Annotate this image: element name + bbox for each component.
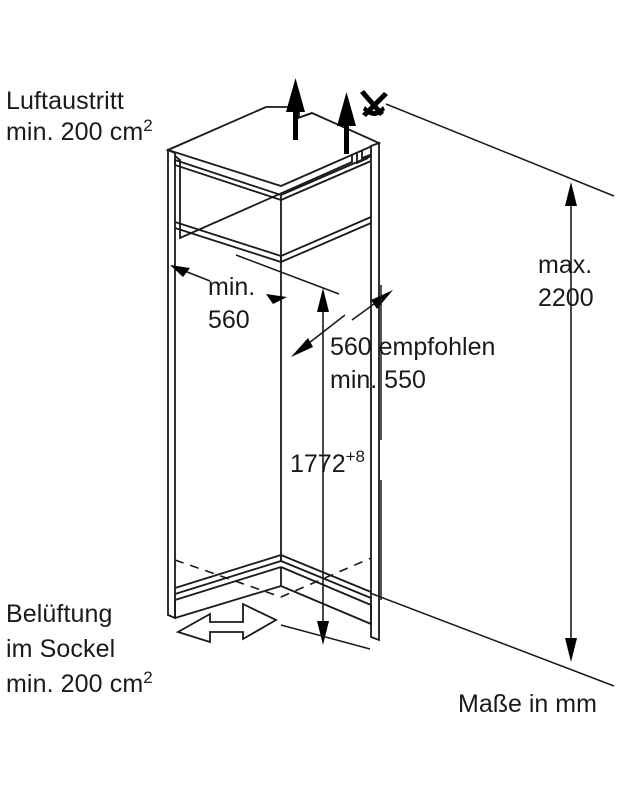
label-height: 1772+8 [290,447,365,478]
label-depth-recommended: 560 empfohlen [330,333,495,361]
height-bottom-reference [280,624,371,650]
label-plinth-area-sup: 2 [143,668,153,687]
labels: Luftaustritt min. 200 cm2 Belüftung im S… [6,87,597,718]
dimension-height-1772 [280,285,382,650]
label-air-outlet-area-sup: 2 [143,116,153,135]
label-width-value: 560 [208,306,250,334]
label-air-outlet-line1: Luftaustritt [6,87,124,115]
max-height-bottom-arrowhead [565,638,577,662]
air-outlet-arrows [286,78,388,154]
block-arrow-right-icon [175,602,278,644]
cross-marker-icon [360,90,388,117]
label-max-height-line1: max. [538,251,592,279]
plinth-top-front [174,566,282,601]
up-arrow-icon-left [286,78,305,140]
ceiling-right-edge [280,155,372,196]
right-front-edge [370,141,380,642]
label-plinth-vent-line2: im Sockel [6,635,115,663]
label-max-height-line2: 2200 [538,284,594,312]
hidden-rear-base-edges [174,557,372,598]
max-height-ext-top [385,103,615,197]
depth-lower-arrowhead [291,338,313,357]
width-left-arrowhead [170,265,190,277]
height-bottom-arrowhead [317,621,329,645]
up-arrow-icon-right [337,92,356,154]
label-plinth-area-prefix: min. 200 cm [6,670,143,698]
dimension-width-min-560 [170,265,287,304]
label-plinth-vent-line1: Belüftung [6,600,113,628]
ceiling-right-edge-2 [280,160,372,201]
plinth-bottom-front [174,585,282,619]
label-height-tolerance: +8 [346,447,365,466]
depth-upper-arrowhead [371,290,393,309]
height-top-arrowhead [317,288,329,312]
left-front-edge [167,148,176,620]
width-right-arrowhead [266,294,287,304]
depth-reference-line [235,254,340,295]
label-plinth-vent-line3: min. 200 cm2 [6,668,153,698]
label-height-value: 1772 [290,450,346,478]
label-width-min: min. [208,273,255,301]
dimension-max-height-2200 [369,103,615,687]
plinth-bottom-right [280,585,372,625]
label-air-outlet-line2: min. 200 cm2 [6,116,153,146]
max-height-ext-bottom [369,592,615,687]
max-height-top-arrowhead [565,182,577,206]
dimension-depth-560 [235,254,393,357]
cabinet-body [165,106,382,642]
label-air-outlet-area-prefix: min. 200 cm [6,118,143,146]
plinth-top-right [280,566,372,606]
label-units-note: Maße in mm [458,690,597,718]
label-depth-min: min. 550 [330,366,426,394]
